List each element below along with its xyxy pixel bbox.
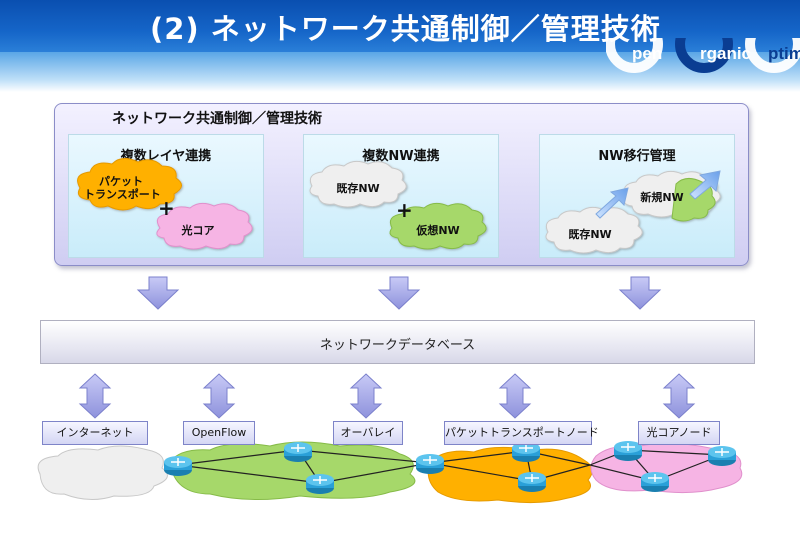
router-icon [641,472,669,492]
panel-title: ネットワーク共通制御／管理技術 [112,111,322,127]
down-arrow [377,276,421,310]
router-icon [284,442,312,462]
cloud-virtual-nw [389,202,487,250]
logo-text-1: pen [632,44,663,63]
logo-text-3: ptima [768,44,800,63]
label-overlay: オーバレイ [333,421,403,445]
router-icon [518,472,546,492]
down-arrow [136,276,180,310]
network-database-label: ネットワークデータベース [319,338,476,353]
bidirectional-arrow [78,373,112,419]
cloud-existing-nw-2 [545,206,643,254]
header-bar [0,0,800,52]
section-title: NW移行管理 [598,149,676,164]
logo-rings [606,38,800,73]
section-title: 複数NW連携 [362,149,440,164]
plus-icon: + [158,196,175,220]
router-icon [164,456,192,476]
cloud-label-packet-transport: パケット トランスポート [84,175,161,201]
cloud-existing-nw [309,160,407,208]
cloud-label-optical-core: 光コア [181,224,215,237]
cloud-label-virtual-nw: 仮想NW [416,224,460,237]
label-optical-core-node: 光コアノード [638,421,720,445]
down-arrow [618,276,662,310]
logo-text-2: rganic [700,44,752,63]
router-icon [512,442,540,462]
cloud-label-existing-nw: 既存NW [336,182,380,195]
cloud-packet-transport [77,158,182,211]
router-icon [306,474,334,494]
plus-icon: + [396,198,413,222]
migration-arrow-2 [689,170,721,200]
label-internet: インターネット [42,421,148,445]
header-gradient [0,52,800,92]
page-title: (2) ネットワーク共通制御／管理技術 [150,12,661,46]
logo: pen rganic ptima [606,38,800,78]
cloud-optical-core [156,202,253,250]
bidirectional-arrow [202,373,236,419]
label-packet-transport-node: パケットトランスポートノード [444,421,599,445]
bidirectional-arrow [349,373,383,419]
bidirectional-arrow [662,373,696,419]
router-icon [614,441,642,461]
migration-arrow-1 [595,187,629,219]
router-icon [416,454,444,474]
cloud-internet [37,445,168,500]
cloud-new-nw [623,170,721,222]
cloud-label-existing-nw-2: 既存NW [568,228,612,241]
cloud-label-new-nw: 新規NW [640,191,684,204]
label-openflow: OpenFlow [183,421,255,445]
network-database-bar: ネットワークデータベース [40,320,755,364]
bidirectional-arrow [498,373,532,419]
router-icon [708,446,736,466]
cloud-packet-transport-node [427,446,593,504]
